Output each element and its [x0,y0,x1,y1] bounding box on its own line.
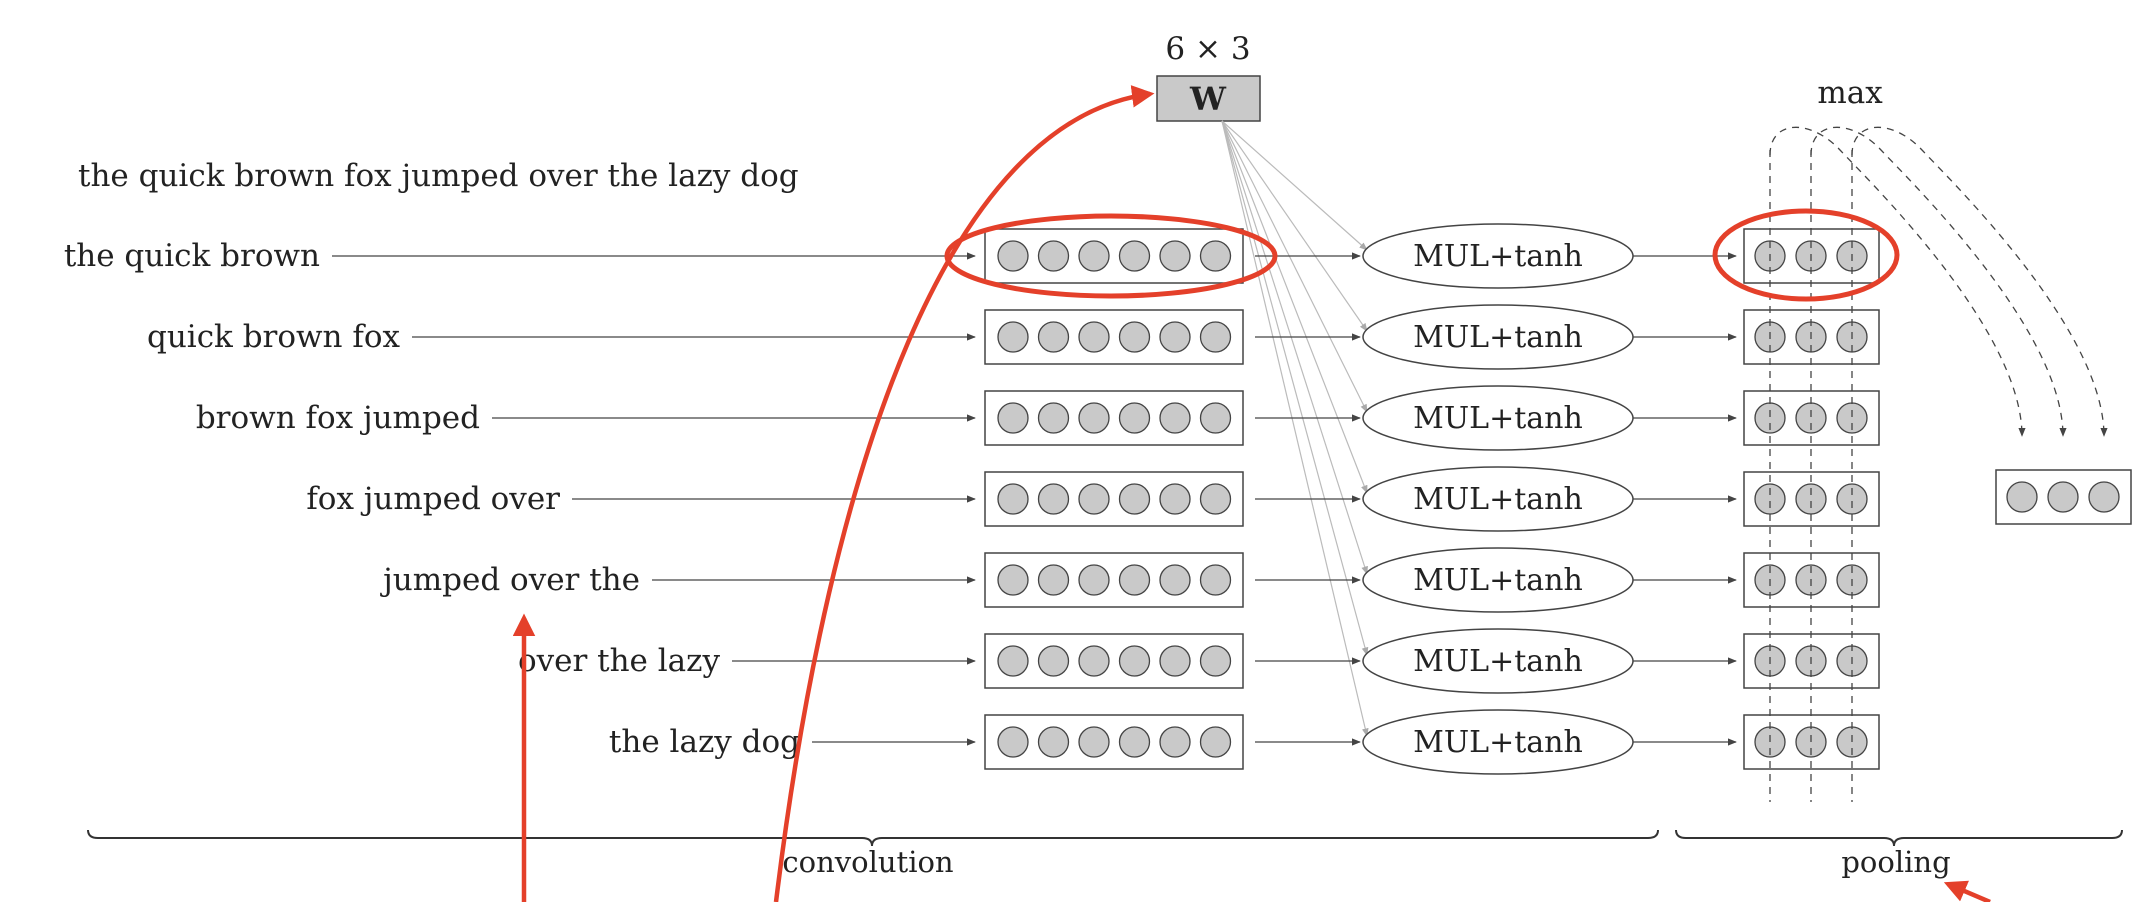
embedding-cell [1078,402,1110,434]
mul-tanh-label: MUL+tanh [1413,725,1583,760]
embedding-cell [1037,321,1070,353]
trigram-label: quick brown fox [147,319,401,355]
embedding-cell [1118,321,1151,353]
weight-connection [1221,120,1368,494]
trigram-label: over the lazy [518,643,721,679]
embedding-cell [1199,321,1232,353]
pooled-output-cell [2006,481,2038,513]
trigram-row: fox jumped over MUL+tanh [306,466,1880,532]
mul-tanh-label: MUL+tanh [1413,401,1583,436]
weight-matrix-box [1156,75,1261,122]
embedding-cell [1078,321,1110,353]
mul-tanh-label: MUL+tanh [1413,644,1583,679]
weight-connection [1221,120,1368,332]
trigram-label: fox jumped over [306,481,560,517]
embedding-cell [1118,564,1151,596]
trigram-row: quick brown fox MUL+tanh [147,304,1880,370]
embedding-cell [1159,564,1191,596]
highlight-trigram-embedding [944,213,1278,299]
embedding-cell [997,402,1029,434]
embedding-cell [997,483,1029,515]
embedding-cell [1037,483,1070,515]
convolution-brace [87,829,1659,847]
embedding-cell [1078,240,1110,272]
trigram-label: brown fox jumped [196,400,480,436]
embedding-cell [1199,240,1232,272]
embedding-cell [1037,240,1070,272]
trigram-label: jumped over the [380,562,640,598]
embedding-cell [1118,726,1151,758]
weight-connection [1221,120,1368,251]
mul-tanh-label: MUL+tanh [1413,320,1583,355]
embedding-cell [1159,321,1191,353]
embedding-cell [1159,645,1191,677]
embedding-cell [1199,483,1232,515]
arrow-to-pooling [1943,880,1991,902]
embedding-cell [1199,402,1232,434]
mul-tanh-label: MUL+tanh [1413,239,1583,274]
embedding-cell [997,240,1029,272]
arrow-to-weight [773,85,1155,902]
trigram-row: the quick brown MUL+tanh [64,223,1880,289]
embedding-cell [997,726,1029,758]
weight-connection [1221,120,1369,737]
weight-connection [1221,120,1369,656]
pool-max-arrow [1851,126,2108,437]
trigram-row: jumped over the MUL+tanh [380,547,1880,613]
weight-matrix-label: W [1189,80,1227,118]
embedding-cell [1037,564,1070,596]
max-pooling [1769,126,2132,802]
embedding-cell [1118,240,1151,272]
embedding-cell [1118,402,1151,434]
embedding-cell [1037,402,1070,434]
convolution-label: convolution [782,845,953,879]
embedding-cell [1078,645,1110,677]
pool-max-arrow [1810,126,2067,437]
pooling-brace [1675,829,2123,847]
mul-tanh-label: MUL+tanh [1413,482,1583,517]
embedding-cell [1037,645,1070,677]
embedding-cell [1199,564,1232,596]
highlight-first-output [1712,208,1900,302]
embedding-cell [1078,483,1110,515]
weight-connection [1221,120,1368,413]
sentence-label: the quick brown fox jumped over the lazy… [78,158,799,194]
embedding-cell [997,321,1029,353]
embedding-cell [1159,726,1191,758]
embedding-cell [997,564,1029,596]
weight-dims-label: 6 × 3 [1165,31,1250,67]
embedding-cell [1159,483,1191,515]
trigram-label: the lazy dog [609,724,800,760]
embedding-cell [1199,645,1232,677]
weight-connections [1221,120,1369,737]
trigram-label: the quick brown [64,238,320,274]
pool-max-arrow [1769,126,2026,437]
embedding-cell [1037,726,1070,758]
trigram-row: over the lazy MUL+tanh [518,628,1880,694]
pooled-output-cell [2088,481,2120,513]
embedding-cell [1118,645,1151,677]
embedding-cell [1159,402,1191,434]
embedding-cell [997,645,1029,677]
embedding-cell [1199,726,1232,758]
embedding-cell [1078,726,1110,758]
trigram-row: brown fox jumped MUL+tanh [196,385,1880,451]
embedding-cell [1118,483,1151,515]
pooling-label: pooling [1841,845,1950,879]
mul-tanh-label: MUL+tanh [1413,563,1583,598]
pooled-output-cell [2047,481,2079,513]
embedding-cell [1078,564,1110,596]
embedding-cell [1159,240,1191,272]
max-pool-label: max [1817,75,1883,111]
